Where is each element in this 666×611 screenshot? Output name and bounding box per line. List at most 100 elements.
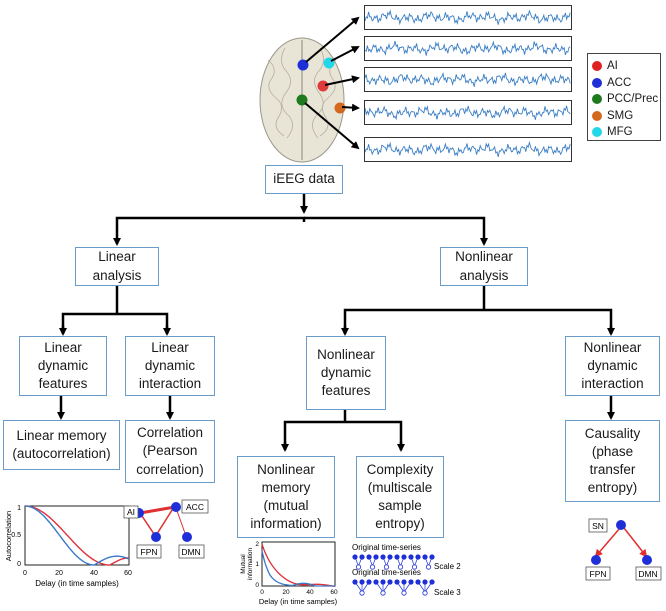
entropy-sample-dot	[355, 564, 362, 570]
nonlinear-memory-box: Nonlinear memory (mutual information)	[237, 456, 335, 538]
pcc-marker-icon	[592, 94, 602, 105]
caus-node-sn: SN	[592, 521, 604, 531]
autocorr-xlabel: Delay (in time samples)	[35, 579, 119, 588]
entropy-sample-dot	[359, 590, 365, 596]
entropy-sample-dot	[411, 564, 418, 570]
complexity-illustration: Original time-series Original time-serie…	[352, 543, 461, 597]
legend-label-mfg: MFG	[607, 126, 633, 139]
entropy-link	[382, 581, 391, 593]
signal-trace-1	[364, 5, 572, 30]
ieeg-waveform	[365, 140, 571, 158]
entropy-sample-dot	[383, 564, 390, 570]
autocorr-ytick-1: 1	[17, 505, 21, 512]
entropy-sample-dot	[425, 564, 432, 570]
complexity-orig-1: Original time-series	[352, 543, 421, 552]
legend-label-acc: ACC	[607, 76, 632, 89]
ieeg-waveform	[365, 104, 571, 121]
nonlinear-dynamic-features-box: Nonlinear dynamic features	[306, 336, 386, 410]
legend-item-smg: SMG	[592, 108, 656, 125]
entropy-sample-dot	[397, 564, 404, 570]
entropy-link	[354, 581, 363, 593]
ieeg-data-box: iEEG data	[265, 165, 343, 194]
complexity-box: Complexity (multiscale sample entropy)	[356, 456, 444, 538]
signal-trace-3	[364, 67, 572, 92]
legend-item-acc: ACC	[592, 75, 656, 92]
mi-plot: 2 1 0 0 20 40 60 Delay (in time samples)…	[240, 541, 338, 606]
mi-xtick-1: 0	[260, 589, 264, 596]
causality-network: SN FPN DMN	[585, 518, 662, 581]
caus-node-dmn: DMN	[638, 569, 657, 579]
corr-node-dmn: DMN	[181, 547, 200, 557]
correlation-network: AI ACC FPN DMN	[123, 499, 209, 559]
linear-dynamic-features-box: Linear dynamic features	[19, 336, 107, 396]
mi-ytick-2: 1	[255, 561, 259, 568]
entropy-sample-dot	[401, 590, 407, 596]
legend-label-ai: AI	[607, 60, 618, 73]
linear-memory-box: Linear memory (autocorrelation)	[3, 420, 120, 470]
flow-connectors	[57, 194, 615, 452]
entropy-link	[361, 581, 370, 593]
linear-analysis-box: Linear analysis	[75, 247, 159, 286]
caus-node-fpn: FPN	[590, 569, 607, 579]
autocorr-xtick-2: 20	[55, 570, 63, 577]
autocorr-xtick-4: 60	[124, 570, 132, 577]
entropy-link	[403, 581, 412, 593]
ai-dot	[317, 80, 329, 92]
corr-node-ai: AI	[127, 507, 135, 517]
brain-signal-arrows	[304, 16, 360, 150]
complexity-scale-3: Scale 3	[434, 588, 461, 597]
linear-dynamic-interaction-box: Linear dynamic interaction	[125, 336, 215, 396]
mi-xtick-3: 40	[306, 589, 314, 596]
entropy-sample-dot	[380, 590, 386, 596]
autocorr-plot: 1 0.5 0 0 20 40 60 Delay (in time sample…	[4, 505, 132, 588]
corr-node-acc: ACC	[186, 502, 204, 512]
ai-marker-icon	[592, 61, 602, 72]
correlation-box: Correlation (Pearson correlation)	[125, 420, 215, 483]
signal-trace-4	[364, 100, 572, 125]
autocorr-xtick-3: 40	[90, 570, 98, 577]
smg-marker-icon	[592, 110, 602, 121]
acc-dot	[297, 59, 309, 71]
causality-box: Causality (phase transfer entropy)	[565, 420, 660, 502]
legend-item-pcc: PCC/Prec	[592, 91, 659, 108]
autocorr-ylabel: Autocorrelation	[4, 511, 13, 561]
signal-trace-2	[364, 36, 572, 61]
mi-ylabel-1: Mutual	[240, 554, 247, 574]
ieeg-waveform	[365, 71, 571, 87]
mi-xlabel: Delay (in time samples)	[259, 597, 338, 606]
nonlinear-analysis-box: Nonlinear analysis	[440, 247, 528, 286]
corr-node-fpn: FPN	[141, 547, 158, 557]
autocorr-series-1	[24, 505, 130, 566]
legend-item-mfg: MFG	[592, 124, 656, 141]
legend-item-ai: AI	[592, 58, 656, 75]
mi-ylabel-2: information	[247, 548, 254, 581]
autocorr-xtick-1: 0	[23, 570, 27, 577]
ieeg-waveform	[365, 9, 571, 26]
acc-marker-icon	[592, 77, 602, 88]
legend-label-smg: SMG	[607, 109, 634, 122]
entropy-link	[417, 581, 426, 593]
nonlinear-dynamic-interaction-box: Nonlinear dynamic interaction	[565, 336, 660, 396]
mi-xtick-2: 20	[282, 589, 290, 596]
ieeg-waveform	[365, 40, 571, 56]
mi-xtick-4: 60	[330, 589, 338, 596]
entropy-sample-dot	[422, 590, 428, 596]
signal-trace-5	[364, 137, 572, 162]
mi-ytick-3: 0	[255, 582, 259, 589]
region-legend: AI ACC PCC/Prec SMG MFG	[587, 53, 661, 141]
entropy-link	[396, 581, 405, 593]
entropy-link	[424, 581, 433, 593]
entropy-sample-dot	[369, 564, 376, 570]
pcc-dot	[296, 94, 308, 106]
legend-label-pcc: PCC/Prec	[607, 93, 659, 106]
autocorr-series-2	[24, 505, 130, 566]
complexity-orig-2: Original time-series	[352, 568, 421, 577]
smg-dot	[334, 102, 346, 114]
autocorr-ytick-2: 0.5	[11, 532, 21, 539]
entropy-link	[375, 581, 384, 593]
mi-series-2	[261, 550, 335, 587]
mfg-marker-icon	[592, 127, 602, 138]
complexity-scale-2: Scale 2	[434, 562, 461, 571]
mi-ytick-1: 2	[255, 541, 259, 548]
